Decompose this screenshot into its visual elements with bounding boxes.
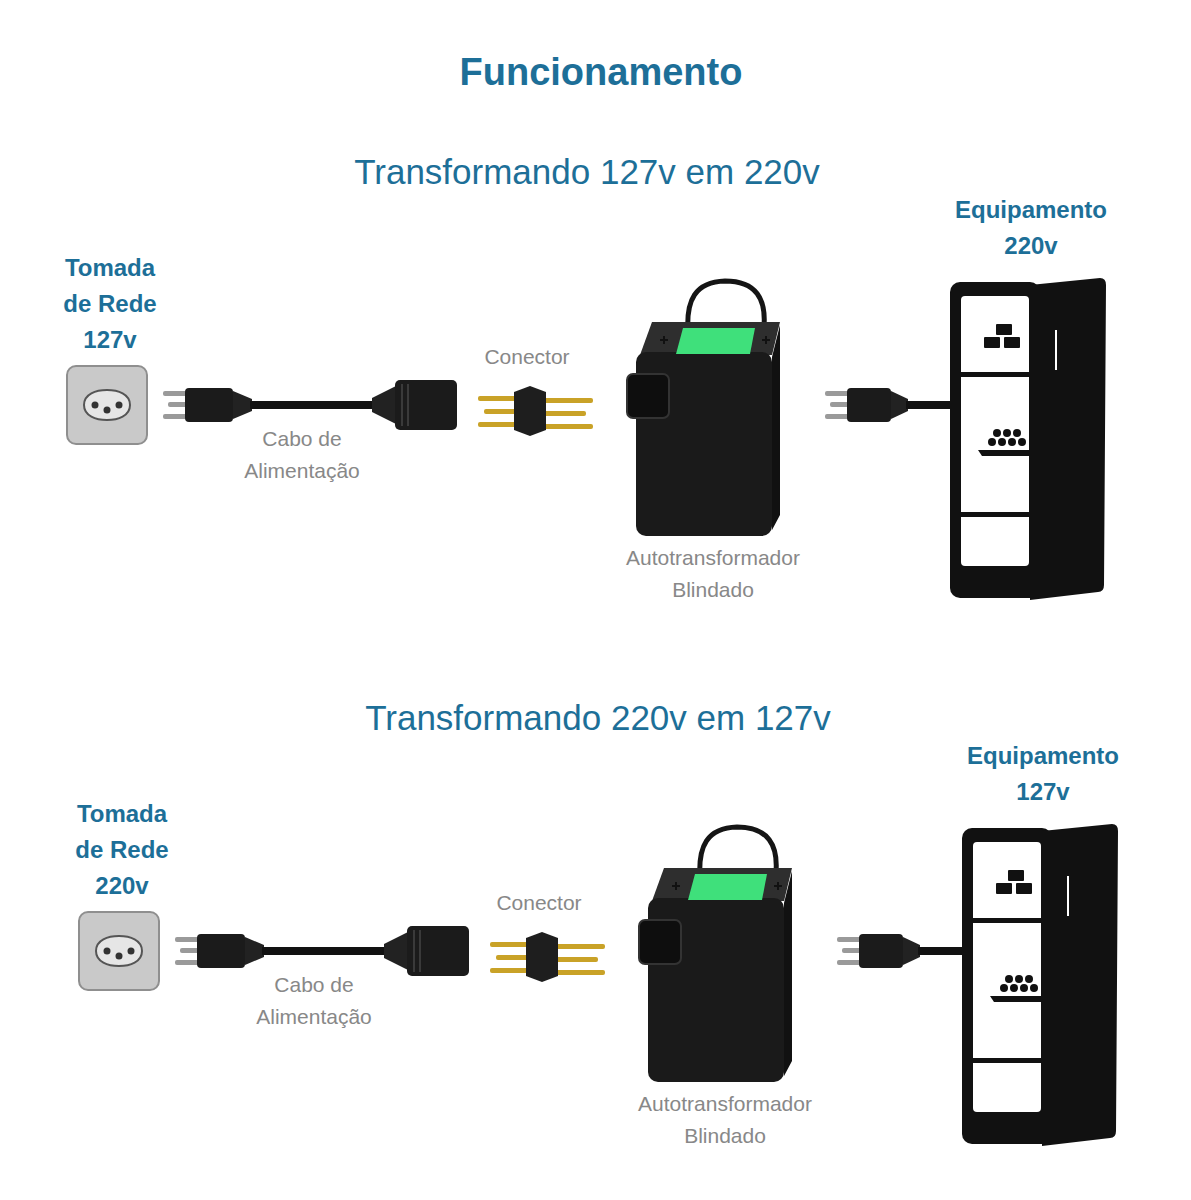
node-text: Tomada de Rede 127v bbox=[48, 250, 172, 358]
equipment-label: Equipamento 127v bbox=[943, 738, 1143, 810]
node-text: Equipamento 127v bbox=[943, 738, 1143, 810]
transformer-label: Autotransformador Blindado bbox=[583, 542, 843, 606]
node-text: Equipamento 220v bbox=[931, 192, 1131, 264]
page-title: Funcionamento bbox=[201, 50, 1001, 94]
node-text: Autotransformador Blindado bbox=[583, 542, 843, 606]
section-illustration bbox=[67, 278, 1106, 600]
section-illustration bbox=[79, 824, 1118, 1146]
cable-label: Cabo de Alimentação bbox=[217, 423, 387, 487]
cable-label: Cabo de Alimentação bbox=[229, 969, 399, 1033]
node-text: Conector bbox=[464, 887, 614, 919]
connector-label: Conector bbox=[464, 887, 614, 919]
section-heading: Transformando 127v em 220v bbox=[187, 150, 987, 194]
node-text: Conector bbox=[452, 341, 602, 373]
outlet-label: Tomada de Rede 127v bbox=[48, 250, 172, 358]
section-heading: Transformando 220v em 127v bbox=[198, 696, 998, 740]
equipment-label: Equipamento 220v bbox=[931, 192, 1131, 264]
connector-label: Conector bbox=[452, 341, 602, 373]
node-text: Autotransformador Blindado bbox=[595, 1088, 855, 1152]
transformer-label: Autotransformador Blindado bbox=[595, 1088, 855, 1152]
node-text: Tomada de Rede 220v bbox=[60, 796, 184, 904]
outlet-label: Tomada de Rede 220v bbox=[60, 796, 184, 904]
node-text: Cabo de Alimentação bbox=[217, 423, 387, 487]
node-text: Cabo de Alimentação bbox=[229, 969, 399, 1033]
